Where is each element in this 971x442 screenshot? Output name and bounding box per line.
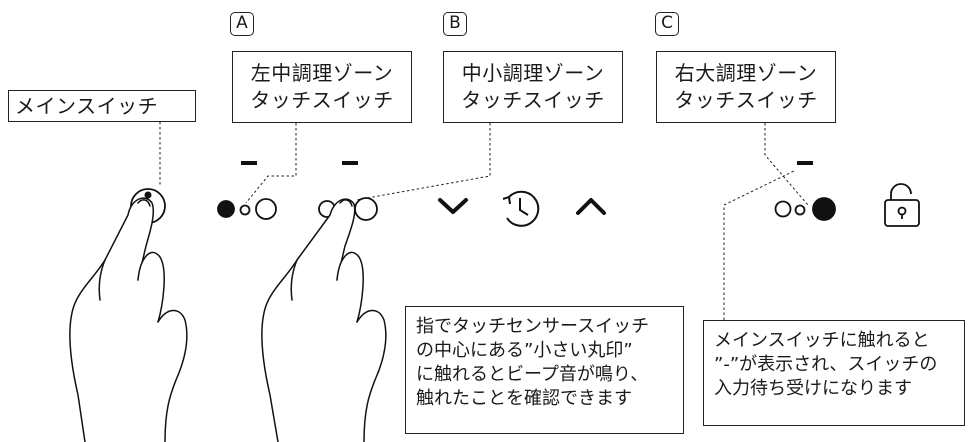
zone-b-label-line1: 中小調理ゾーン: [461, 61, 605, 85]
zone-a-label-line2: タッチスイッチ: [250, 88, 394, 112]
timer-icon: [502, 190, 540, 227]
zone-c-label-line2: タッチスイッチ: [674, 88, 818, 112]
zone-c-label-line1: 右大調理ゾーン: [674, 61, 818, 85]
touch-note-line2: の中心にある”小さい丸印”: [416, 340, 633, 361]
badge-b: B: [443, 12, 467, 36]
main-note-line3: 入力待ち受けになります: [714, 378, 912, 399]
chevron-up-icon: [576, 198, 606, 215]
badge-c: C: [655, 12, 679, 36]
zone-a-indicator-icon: [217, 198, 277, 220]
zone-a-label-line1: 左中調理ゾーン: [250, 61, 394, 85]
zone-c-label: 右大調理ゾーン タッチスイッチ: [656, 51, 836, 123]
main-note-line1: メインスイッチに触れると: [714, 330, 930, 351]
touch-sensor-note: 指でタッチセンサースイッチ の中心にある”小さい丸印” に触れるとビープ音が鳴り…: [405, 306, 684, 434]
touch-note-line4: 触れたことを確認できます: [416, 388, 632, 409]
touch-note-line3: に触れるとビープ音が鳴り、: [416, 364, 649, 385]
finger-icon: [261, 198, 387, 442]
lock-icon: [884, 183, 920, 227]
touch-note-line1: 指でタッチセンサースイッチ: [416, 316, 650, 337]
zone-a-label: 左中調理ゾーン タッチスイッチ: [232, 51, 412, 123]
zone-c-indicator-icon: [774, 197, 836, 221]
finger-icon: [69, 197, 188, 442]
badge-a: A: [230, 12, 254, 36]
main-switch-label-text: メインスイッチ: [15, 93, 159, 118]
zone-b-label-line2: タッチスイッチ: [461, 88, 605, 112]
main-note-line2: ”-”が表示され、スイッチの: [714, 354, 938, 375]
chevron-down-icon: [438, 198, 468, 214]
main-switch-note: メインスイッチに触れると ”-”が表示され、スイッチの 入力待ち受けになります: [703, 320, 965, 426]
main-switch-label: メインスイッチ: [8, 90, 196, 122]
zone-b-label: 中小調理ゾーン タッチスイッチ: [443, 51, 623, 123]
